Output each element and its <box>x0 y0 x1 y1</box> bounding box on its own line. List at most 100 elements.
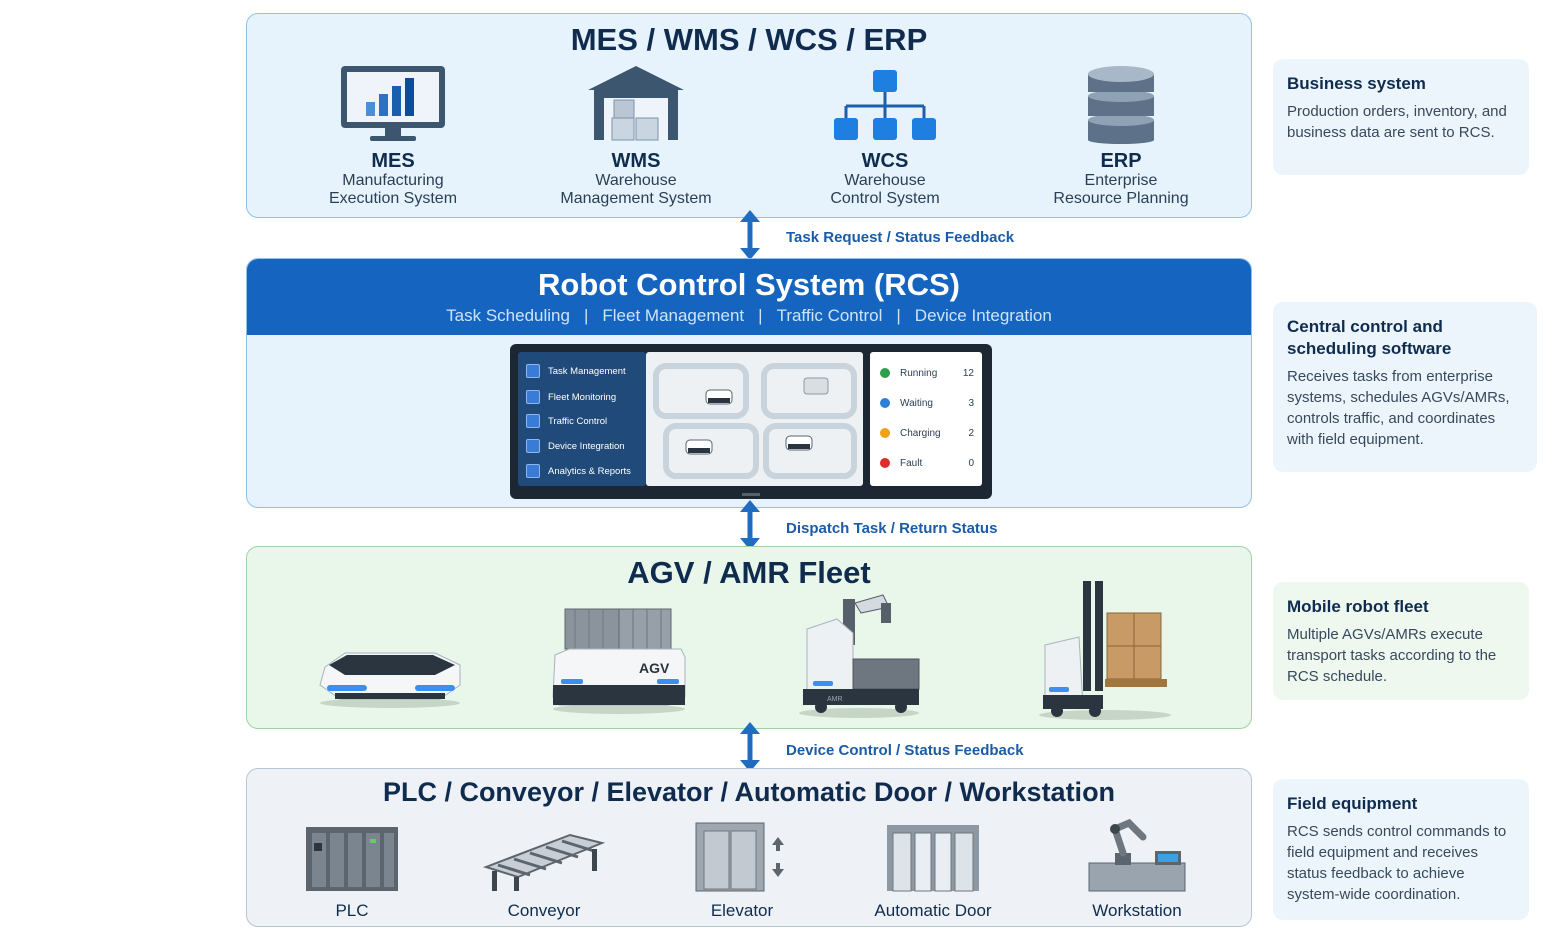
monitor-chart-icon <box>341 66 445 141</box>
system-mes: MES Manufacturing Execution System <box>283 60 503 208</box>
status-label: Running <box>900 367 938 379</box>
menu-item-traffic-control[interactable]: Traffic Control <box>526 412 607 430</box>
wms-name-line1: Warehouse <box>595 172 677 189</box>
info-card-mobile-robot-fleet: Mobile robot fleet Multiple AGVs/AMRs ex… <box>1273 582 1529 700</box>
hierarchy-icon <box>834 70 936 140</box>
monitor-stand <box>742 493 760 496</box>
workstation-robot-arm-icon <box>1088 818 1186 892</box>
menu-label: Analytics & Reports <box>548 465 631 477</box>
card-title: Central control and scheduling software <box>1287 317 1452 358</box>
info-card-business-system: Business system Production orders, inven… <box>1273 59 1529 175</box>
wcs-name-line1: Warehouse <box>844 172 926 189</box>
system-wms: WMS Warehouse Management System <box>526 60 746 208</box>
forklift-amr-icon <box>1039 581 1171 720</box>
status-dot <box>880 368 890 378</box>
fleet-map <box>646 352 863 486</box>
rcs-function-device-integration: Device Integration <box>914 306 1052 325</box>
erp-name-line2: Resource Planning <box>1053 190 1189 207</box>
wms-abbr: WMS <box>611 150 661 172</box>
menu-label: Task Management <box>548 365 626 377</box>
elevator-icon <box>695 822 784 892</box>
info-card-field-equipment: Field equipment RCS sends control comman… <box>1273 779 1529 920</box>
mes-name-line1: Manufacturing <box>342 172 444 189</box>
status-label: Fault <box>900 457 923 469</box>
equipment-automatic-door: Automatic Door <box>853 817 1013 921</box>
card-text: Receives tasks from enterprise systems, … <box>1287 368 1510 448</box>
card-title: Mobile robot fleet <box>1287 597 1429 616</box>
system-wcs: WCS Warehouse Control System <box>775 60 995 208</box>
rcs-dashboard-monitor: Task Management Fleet Monitoring Traffic… <box>510 344 992 499</box>
equipment-workstation: Workstation <box>1057 817 1217 921</box>
rcs-layer: Robot Control System (RCS) Task Scheduli… <box>246 258 1252 508</box>
card-text: Multiple AGVs/AMRs execute transport tas… <box>1287 626 1497 685</box>
connector-label-task-request: Task Request / Status Feedback <box>786 229 1015 246</box>
amr-robot-arm-icon: AMR <box>799 594 920 718</box>
equipment-elevator: Elevator <box>662 817 822 921</box>
wcs-name-line2: Control System <box>830 190 940 207</box>
equipment-label-automatic-door: Automatic Door <box>874 901 992 920</box>
traffic-icon <box>526 414 540 428</box>
menu-item-analytics-reports[interactable]: Analytics & Reports <box>526 462 631 480</box>
field-equipment-layer: PLC / Conveyor / Elevator / Automatic Do… <box>246 768 1252 927</box>
card-title: Field equipment <box>1287 794 1418 813</box>
card-text: RCS sends control commands to field equi… <box>1287 823 1507 903</box>
equipment-label-plc: PLC <box>335 901 369 920</box>
conveyor-icon <box>482 833 606 891</box>
separator: | <box>896 306 901 325</box>
equipment-label-conveyor: Conveyor <box>507 901 581 920</box>
rcs-function-list: Task Scheduling | Fleet Management | Traffic… <box>247 306 1251 326</box>
dashboard-sidebar: Task Management Fleet Monitoring Traffic… <box>518 352 646 486</box>
erp-name-line1: Enterprise <box>1084 172 1158 189</box>
menu-label: Fleet Monitoring <box>548 391 617 403</box>
separator: | <box>758 306 763 325</box>
flat-amr-robot-icon <box>319 652 461 708</box>
connector-label-dispatch-task: Dispatch Task / Return Status <box>786 520 998 537</box>
plc-icon <box>306 827 398 891</box>
status-dot <box>880 428 890 438</box>
separator: | <box>583 306 589 325</box>
equipment-plc: PLC <box>272 817 432 921</box>
double-arrow-icon <box>740 210 760 260</box>
rcs-function-traffic-control: Traffic Control <box>776 306 883 325</box>
system-erp: ERP Enterprise Resource Planning <box>1011 60 1231 208</box>
menu-item-device-integration[interactable]: Device Integration <box>526 437 625 455</box>
analytics-icon <box>526 464 540 478</box>
card-text: Production orders, inventory, and busine… <box>1287 103 1507 141</box>
floor-map-icon <box>653 363 857 479</box>
status-count: 0 <box>968 457 974 469</box>
fleet-layer: AGV / AMR Fleet AGV AMR <box>246 546 1252 729</box>
double-arrow-icon <box>740 500 760 550</box>
equipment-label-workstation: Workstation <box>1092 901 1182 920</box>
wms-name-line2: Management System <box>560 190 712 207</box>
status-count: 2 <box>968 427 974 439</box>
amr-body-label: AMR <box>827 696 843 703</box>
fleet-icon <box>526 390 540 404</box>
status-label: Charging <box>900 427 941 439</box>
connector-label-device-control: Device Control / Status Feedback <box>786 742 1024 759</box>
warehouse-icon <box>588 66 684 141</box>
task-icon <box>526 364 540 378</box>
rcs-function-fleet-management: Fleet Management <box>602 306 745 325</box>
rcs-title: Robot Control System (RCS) <box>538 267 960 302</box>
double-arrow-icon <box>740 722 760 772</box>
status-count: 12 <box>962 367 974 379</box>
fleet-status-panel: Running 12 Waiting 3 Charging 2 Fault 0 <box>870 352 982 486</box>
agv-body-label: AGV <box>639 660 670 676</box>
business-layer-title: MES / WMS / WCS / ERP <box>570 22 928 57</box>
status-row-waiting: Waiting 3 <box>880 395 974 411</box>
status-row-running: Running 12 <box>880 365 974 381</box>
status-count: 3 <box>968 397 974 409</box>
wcs-abbr: WCS <box>861 150 909 172</box>
mes-abbr: MES <box>371 150 415 172</box>
status-row-charging: Charging 2 <box>880 425 974 441</box>
fleet-layer-title: AGV / AMR Fleet <box>627 555 871 590</box>
automatic-door-icon <box>887 825 979 892</box>
rcs-function-task-scheduling: Task Scheduling <box>446 306 570 325</box>
device-icon <box>526 439 540 453</box>
equipment-conveyor: Conveyor <box>464 817 624 921</box>
equipment-label-elevator: Elevator <box>710 901 774 920</box>
status-dot <box>880 398 890 408</box>
menu-item-task-management[interactable]: Task Management <box>526 362 626 380</box>
menu-item-fleet-monitoring[interactable]: Fleet Monitoring <box>526 388 616 406</box>
status-label: Waiting <box>900 397 933 409</box>
